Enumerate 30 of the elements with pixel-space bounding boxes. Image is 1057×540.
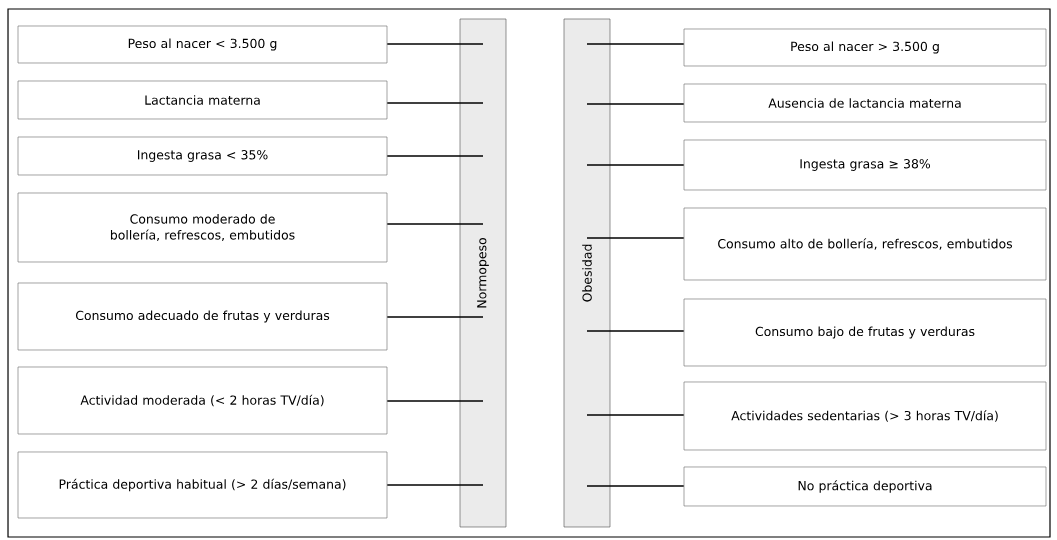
connector-line	[386, 316, 484, 318]
connector-line	[586, 330, 685, 332]
factor-box: Consumo bajo de frutas y verduras	[683, 298, 1047, 367]
factor-box: Consumo moderado de bollería, refrescos, embutidos	[17, 192, 388, 263]
connector-line	[586, 237, 685, 239]
connector-line	[586, 43, 685, 45]
connector-line	[386, 155, 484, 157]
factor-box: Lactancia materna	[17, 80, 388, 120]
connector-line	[386, 102, 484, 104]
factor-box: Práctica deportiva habitual (> 2 días/semana)	[17, 451, 388, 519]
connector-line	[586, 103, 685, 105]
factor-box: Consumo alto de bollería, refrescos, embutidos	[683, 207, 1047, 281]
connector-line	[386, 484, 484, 486]
connector-line	[386, 400, 484, 402]
category-bar: Normopeso	[459, 18, 507, 528]
factor-box: Actividad moderada (< 2 horas TV/día)	[17, 366, 388, 435]
connector-line	[386, 223, 484, 225]
factor-box: Consumo adecuado de frutas y verduras	[17, 282, 388, 351]
connector-line	[386, 43, 484, 45]
factor-box: No práctica deportiva	[683, 466, 1047, 507]
factor-box: Actividades sedentarias (> 3 horas TV/día)	[683, 381, 1047, 451]
connector-line	[586, 414, 685, 416]
connector-line	[586, 164, 685, 166]
factor-box: Ausencia de lactancia materna	[683, 83, 1047, 123]
category-bar: Obesidad	[563, 18, 611, 528]
factor-box: Peso al nacer < 3.500 g	[17, 25, 388, 64]
factor-box: Peso al nacer > 3.500 g	[683, 28, 1047, 67]
factor-box: Ingesta grasa < 35%	[17, 136, 388, 176]
connector-line	[586, 485, 685, 487]
factor-box: Ingesta grasa ≥ 38%	[683, 139, 1047, 191]
